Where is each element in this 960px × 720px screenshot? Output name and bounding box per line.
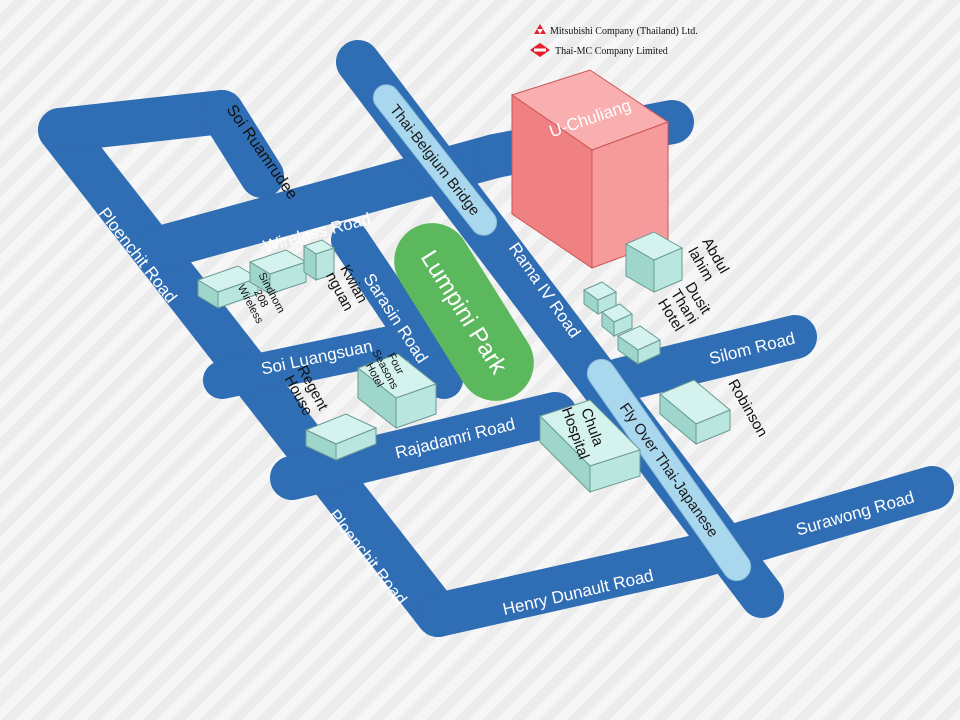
legend-item-thai-mc: Thai-MC Company Limited	[555, 46, 668, 57]
sindhorn-building-2	[248, 249, 308, 295]
chula-hospital-building	[539, 399, 641, 494]
road-soi-ruamrudee	[38, 90, 244, 152]
road-silom	[598, 315, 817, 402]
mitsubishi-logo-icon	[534, 24, 546, 34]
road-rajadamri	[270, 392, 577, 500]
regent-house-building	[304, 413, 378, 461]
dusit-thani-building-2	[601, 303, 633, 338]
thai-mc-logo-icon	[530, 43, 550, 57]
u-chuliang-building: U-Chuliang	[510, 69, 670, 269]
road-top-connector	[200, 90, 284, 198]
robinson-building	[659, 379, 731, 446]
lumpini-park	[394, 223, 534, 401]
dusit-thani-building-3	[616, 325, 662, 365]
legend-item-mitsubishi: Mitsubishi Company (Thailand) Ltd.	[550, 26, 698, 37]
legend: Mitsubishi Company (Thailand) Ltd. Thai-…	[530, 24, 698, 57]
bridge-thai-belgium	[372, 84, 498, 236]
four-seasons-building	[356, 353, 438, 430]
robinson-label: Robinson	[724, 377, 770, 440]
bridge-flyover	[586, 358, 752, 582]
abdul-lahim-building	[624, 231, 684, 293]
road-sarasin	[331, 221, 463, 399]
road-henry-dunault	[416, 534, 722, 637]
dusit-thani-building	[582, 281, 618, 315]
roads-layer	[38, 40, 954, 637]
kwian-nguan-building	[302, 239, 336, 281]
road-soi-luangsuan	[203, 316, 457, 399]
